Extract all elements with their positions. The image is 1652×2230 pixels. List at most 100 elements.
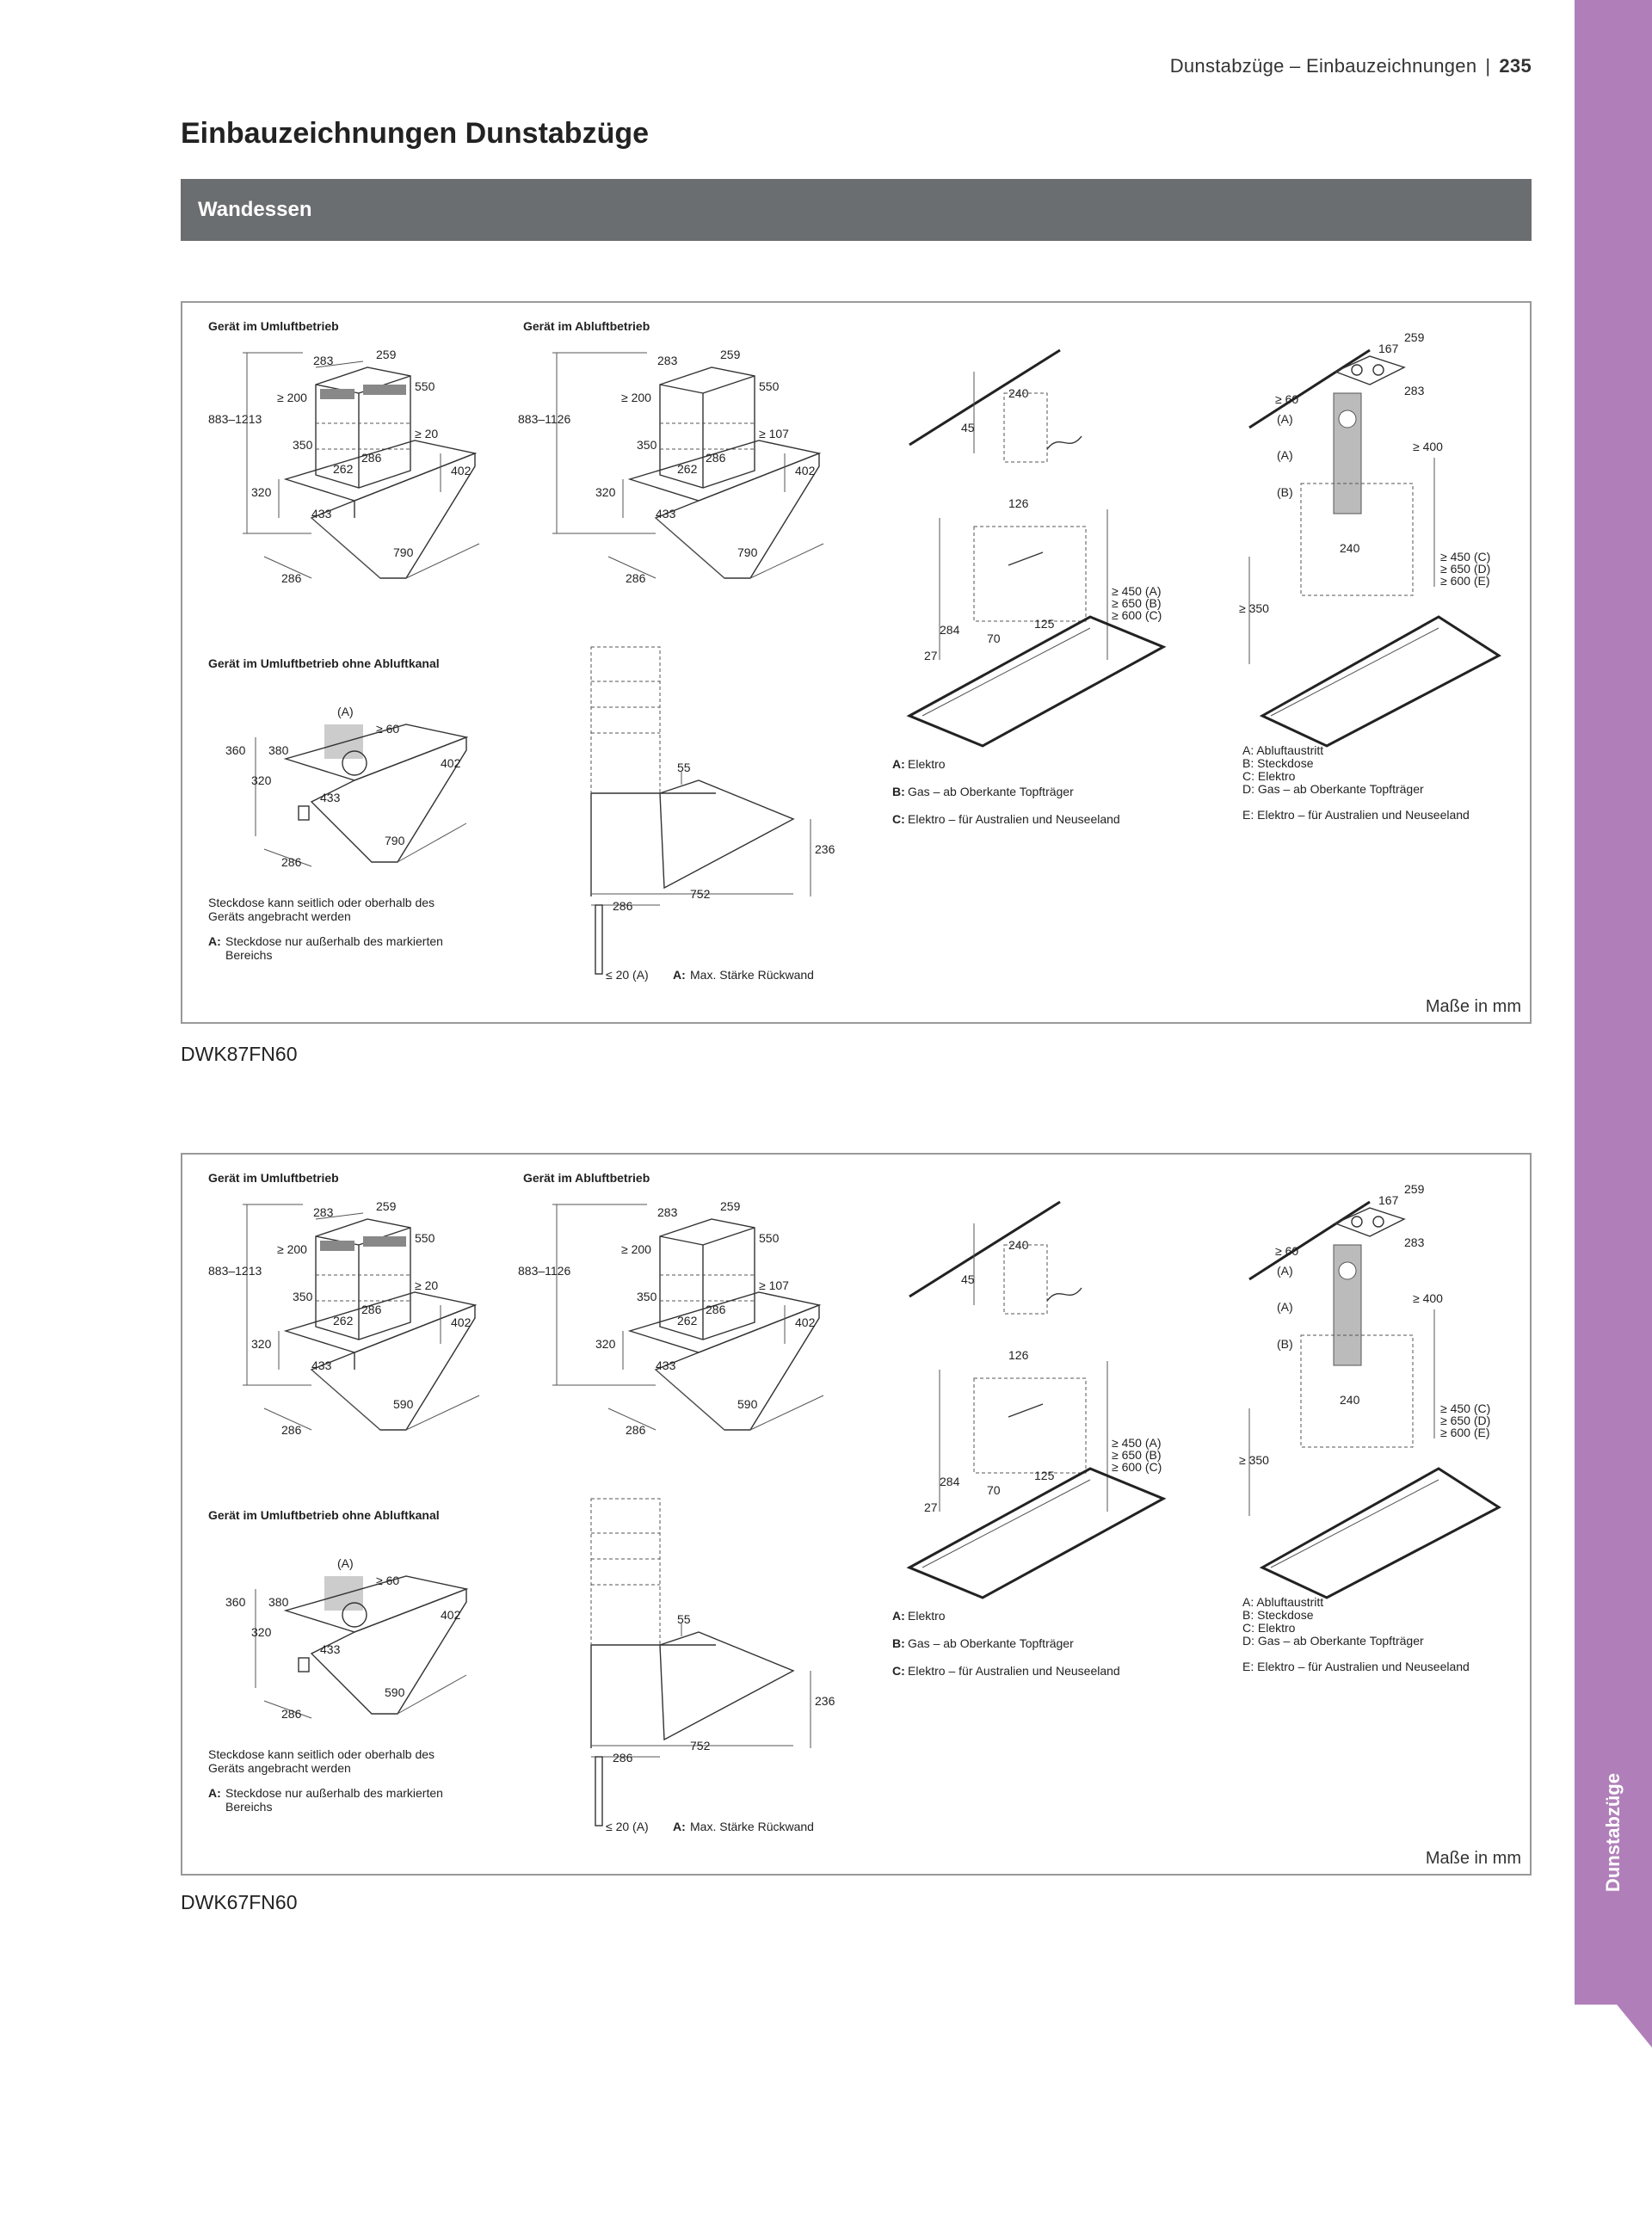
dim-259: 259 (1404, 330, 1425, 344)
req-b: ≥ 650 (B) (1112, 1448, 1161, 1462)
dim-350: 350 (637, 1290, 657, 1303)
dim-350: 350 (293, 1290, 313, 1303)
req-b: ≥ 650 (B) (1112, 596, 1161, 610)
heading-umluft: Gerät im Umluftbetrieb (208, 1171, 339, 1185)
legend-c: Elektro – für Australien und Neuseeland (908, 812, 1120, 826)
dim-240: 240 (1008, 386, 1029, 400)
legend-d: D: Gas – ab Oberkante Topfträger (1242, 782, 1424, 796)
dim-259: 259 (376, 1199, 397, 1213)
dim-height-range: 883–1126 (518, 412, 570, 426)
dim-402: 402 (441, 756, 461, 770)
dim-min-107: ≥ 107 (759, 1278, 789, 1292)
dim-min-200: ≥ 200 (621, 391, 651, 404)
dim-350: 350 (293, 438, 313, 452)
label-a-2: (A) (1277, 1300, 1293, 1314)
units-note: Maße in mm (1425, 997, 1521, 1016)
section-bar: Wandessen (181, 179, 1532, 241)
dim-320: 320 (251, 485, 272, 499)
heading-umluft: Gerät im Umluftbetrieb (208, 319, 339, 333)
header-separator: | (1485, 55, 1491, 77)
dim-433: 433 (320, 791, 341, 804)
side-tab-tip (1575, 1953, 1652, 2048)
dim-min-60: ≥ 60 (376, 1574, 399, 1587)
drawing-panel-1: Gerät im Umluftbetrieb 883–1213 283 259 … (181, 301, 1532, 1024)
dim-433: 433 (311, 1358, 332, 1372)
dim-262: 262 (333, 462, 354, 476)
dim-236: 236 (815, 1694, 835, 1708)
drawing-connections: 45 240 126 ≥ 450 (A) ≥ 650 (B) ≥ 600 (C)… (892, 348, 1167, 826)
note-a-1: Steckdose nur außerhalb des markierten (225, 934, 443, 948)
dim-283: 283 (657, 1205, 678, 1219)
dim-min-60: ≥ 60 (1275, 1244, 1298, 1258)
dim-min-107: ≥ 107 (759, 427, 789, 440)
label-a-1: (A) (1277, 1264, 1293, 1278)
dim-320: 320 (595, 485, 616, 499)
dim-284: 284 (940, 623, 960, 637)
dim-286-bottom: 286 (281, 1423, 302, 1437)
dim-55: 55 (677, 761, 691, 774)
dim-380: 380 (268, 743, 289, 757)
dim-433: 433 (656, 1358, 676, 1372)
dim-width: 590 (393, 1397, 414, 1411)
dim-240: 240 (1340, 1393, 1360, 1407)
legend-a-key: A: (892, 1609, 905, 1623)
dim-min-60: ≥ 60 (376, 722, 399, 736)
dim-min-200: ≥ 200 (277, 1242, 307, 1256)
legend-b-key: B: (892, 785, 905, 798)
dim-height-range: 883–1213 (208, 412, 262, 426)
req-a: ≥ 450 (A) (1112, 584, 1161, 598)
req-c: ≥ 600 (C) (1112, 608, 1162, 622)
dim-320: 320 (251, 1337, 272, 1351)
dim-rear-wall: ≤ 20 (A) (606, 1820, 649, 1833)
dim-236: 236 (815, 842, 835, 856)
note-a-2: Bereichs (225, 1800, 272, 1814)
dim-125: 125 (1034, 617, 1055, 631)
dim-283: 283 (1404, 384, 1425, 397)
dim-402: 402 (441, 1608, 461, 1622)
dim-283: 283 (657, 354, 678, 367)
legend-c: C: Elektro (1242, 769, 1296, 783)
dim-min-200: ≥ 200 (621, 1242, 651, 1256)
heading-abluft: Gerät im Abluftbetrieb (523, 1171, 650, 1185)
model-label-2: DWK67FN60 (181, 1891, 298, 1913)
legend-c: C: Elektro (1242, 1621, 1296, 1635)
dim-402: 402 (795, 1315, 816, 1329)
legend-d: D: Gas – ab Oberkante Topfträger (1242, 1634, 1424, 1648)
legend-b: Gas – ab Oberkante Topfträger (908, 1636, 1074, 1650)
dim-360: 360 (225, 1595, 246, 1609)
drawing-duct-position: 259 167 283 ≥ 60 (A) (A) (B) ≥ 400 240 ≥… (1239, 330, 1501, 822)
req-d: ≥ 650 (D) (1440, 562, 1490, 576)
req-c: ≥ 450 (C) (1440, 1401, 1490, 1415)
dim-284: 284 (940, 1475, 960, 1488)
dim-286-top: 286 (706, 1303, 726, 1316)
legend-e: E: Elektro – für Australien und Neuseela… (1242, 808, 1470, 822)
dim-259: 259 (720, 348, 741, 361)
note-a-key: A: (208, 1786, 221, 1800)
dim-286: 286 (281, 855, 302, 869)
dim-550: 550 (759, 1231, 780, 1245)
dim-70: 70 (987, 1483, 1001, 1497)
dim-259: 259 (1404, 1182, 1425, 1196)
legend-b-key: B: (892, 1636, 905, 1650)
dim-min-350: ≥ 350 (1239, 601, 1269, 615)
dim-262: 262 (677, 462, 698, 476)
dim-27: 27 (924, 1500, 938, 1514)
legend-c: Elektro – für Australien und Neuseeland (908, 1664, 1120, 1678)
dim-width: 790 (385, 834, 405, 847)
drawing-side-view: 55 236 286 752 ≤ 20 (A) A: Max. Stärke R… (590, 1498, 835, 1833)
note-1: Steckdose kann seitlich oder oberhalb de… (208, 896, 435, 909)
dim-min-20: ≥ 20 (415, 427, 438, 440)
dim-550: 550 (415, 379, 435, 393)
dim-286-bottom: 286 (626, 1423, 646, 1437)
dim-width: 790 (393, 545, 414, 559)
label-a-2: (A) (1277, 448, 1293, 462)
drawing-umluft-ohne-kanal: Gerät im Umluftbetrieb ohne Abluftkanal … (208, 656, 469, 962)
heading-ohne: Gerät im Umluftbetrieb ohne Abluftkanal (208, 656, 440, 670)
legend-key: A: (673, 1820, 686, 1833)
dim-height-range: 883–1213 (208, 1264, 262, 1278)
dim-126: 126 (1008, 1348, 1029, 1362)
req-c: ≥ 450 (C) (1440, 550, 1490, 564)
dim-126: 126 (1008, 496, 1029, 510)
note-a-2: Bereichs (225, 948, 272, 962)
dim-min-400: ≥ 400 (1413, 440, 1443, 453)
